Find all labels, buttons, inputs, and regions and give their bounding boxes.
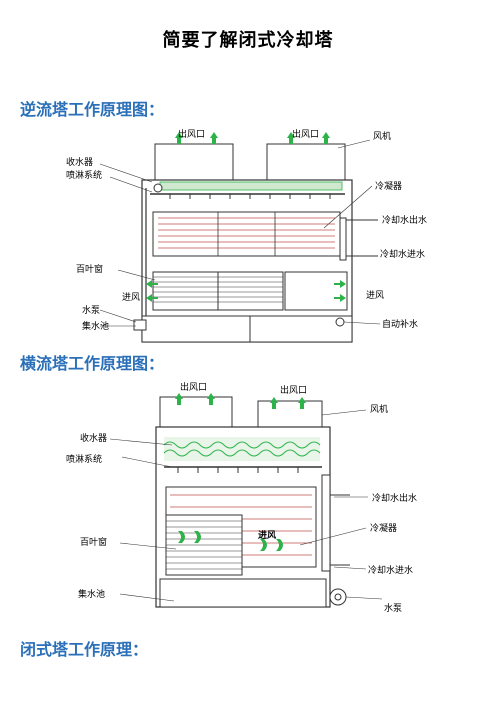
counterflow-diagram: 出风口 出风口 风机 收水器 喷淋系统 冷凝器 冷却水出水 冷却水进水 百叶窗 … — [66, 128, 427, 343]
fan-housing-left — [159, 396, 233, 428]
label-water-in: 冷却水进水 — [380, 248, 425, 260]
label-eliminator: 收水器 — [80, 432, 107, 444]
label-outlet-left: 出风口 — [180, 381, 207, 393]
basin — [159, 578, 327, 608]
eliminator — [159, 181, 343, 191]
inlet-arrow-icon — [146, 280, 346, 302]
label-spray: 喷淋系统 — [66, 169, 102, 181]
fan-housing-right — [257, 400, 323, 428]
label-inlet-left: 进风 — [122, 292, 140, 303]
label-outlet-right: 出风口 — [280, 384, 307, 396]
section-heading-principle: 闭式塔工作原理： — [20, 640, 149, 659]
label-outlet-left: 出风口 — [178, 128, 205, 140]
label-condenser: 冷凝器 — [370, 522, 397, 534]
page-title: 简要了解闭式冷却塔 — [162, 30, 334, 51]
crossflow-diagram: 出风口 出风口 风机 收水器 喷淋系统 冷却水出水 百叶窗 进风 冷凝器 冷却水… — [66, 381, 417, 614]
label-louver: 百叶窗 — [76, 263, 103, 275]
eliminator — [164, 437, 320, 461]
pump — [133, 319, 147, 331]
label-water-in: 冷却水进水 — [368, 564, 413, 576]
condenser-coil — [152, 211, 341, 257]
label-louver: 百叶窗 — [80, 536, 107, 548]
label-condenser: 冷凝器 — [375, 180, 402, 192]
outlet-arrow-icon — [175, 132, 330, 144]
label-outlet-right: 出风口 — [292, 128, 319, 140]
label-water-out: 冷却水出水 — [372, 492, 417, 504]
outlet-arrow-icon — [175, 393, 306, 409]
label-fan: 风机 — [370, 403, 388, 415]
section-heading-counterflow: 逆流塔工作原理图： — [20, 100, 165, 119]
label-spray: 喷淋系统 — [66, 453, 102, 465]
label-eliminator: 收水器 — [66, 156, 93, 168]
label-fan: 风机 — [373, 130, 391, 142]
tower-body — [141, 179, 353, 343]
fan-housing-left — [154, 143, 234, 181]
fan-housing-right — [266, 143, 346, 181]
section-heading-crossflow: 横流塔工作原理图： — [20, 354, 165, 373]
label-makeup: 自动补水 — [382, 318, 418, 330]
spray-nozzles — [169, 194, 331, 199]
label-basin: 集水池 — [82, 320, 109, 332]
label-inlet: 进风 — [258, 529, 276, 541]
label-water-out: 冷却水出水 — [382, 214, 427, 226]
label-inlet-right: 进风 — [366, 290, 384, 301]
label-basin: 集水池 — [78, 588, 105, 600]
label-pump: 水泵 — [82, 304, 100, 316]
inlet-arrow-icon — [178, 531, 283, 551]
basin — [141, 315, 353, 343]
label-pump: 水泵 — [384, 602, 402, 614]
